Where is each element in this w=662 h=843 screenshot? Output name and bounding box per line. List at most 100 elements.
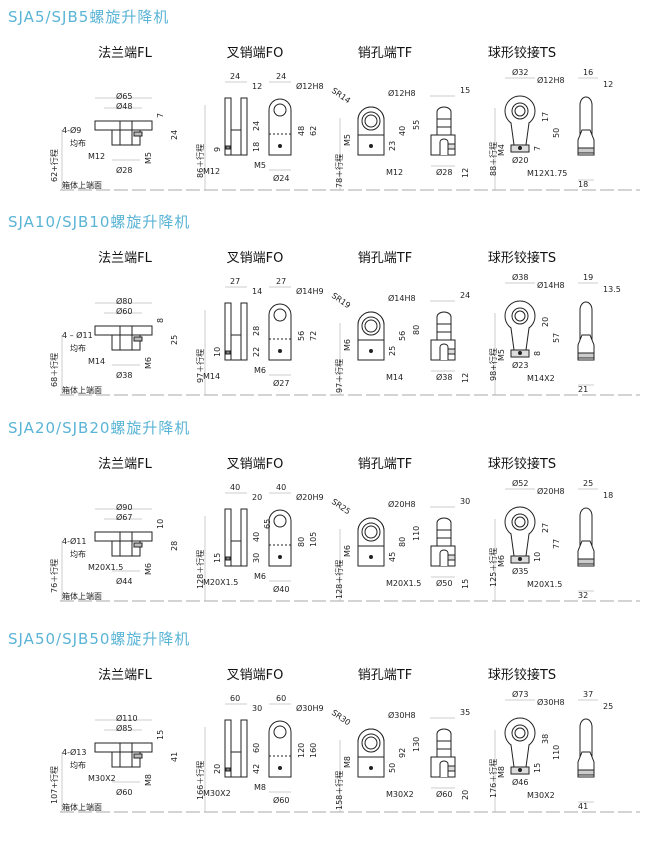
fl-dim-thread: M30X2 — [88, 774, 116, 783]
fl-dim-holes-note: 均布 — [70, 139, 86, 148]
technical-drawing — [60, 699, 640, 813]
ts-dim-pin: Ø14H8 — [537, 281, 565, 290]
fo-dim-w-front: 24 — [230, 72, 241, 81]
ts-dim-d: Ø20 — [512, 156, 529, 165]
fo-dim-h3: 15 — [213, 552, 222, 563]
ts-dim-stroke: 88＋行程 — [489, 141, 498, 176]
ts-dim-w2: 12 — [603, 80, 614, 89]
ts-dim-h1: 20 — [541, 316, 550, 327]
ts-dim-w1: 37 — [583, 690, 594, 699]
pin-end-side-drawing — [430, 517, 456, 567]
ts-dim-d-outer: Ø73 — [512, 690, 529, 699]
section-title: SJA50/SJB50螺旋升降机 — [8, 630, 191, 648]
fork-end-front-drawing — [224, 508, 248, 567]
ts-dim-w2: 25 — [603, 702, 614, 711]
ts-dim-h3: 15 — [533, 762, 542, 773]
fo-dim-w-side: 40 — [276, 483, 287, 492]
fo-dim-h1: 60 — [252, 742, 261, 753]
fo-dim-h2: 42 — [252, 763, 261, 774]
ts-dim-screw: M4 — [497, 144, 506, 156]
fl-dim-d-outer: Ø65 — [116, 92, 133, 101]
fl-dim-ref: 箱体上端面 — [62, 181, 102, 190]
ts-dim-screw: M5 — [497, 349, 506, 361]
fl-dim-ref: 箱体上端面 — [62, 592, 102, 601]
ts-dim-h2: 50 — [552, 127, 561, 138]
rod-end-front-drawing — [504, 300, 536, 358]
ts-dim-stroke: 98+行程 — [489, 348, 498, 381]
fo-dim-h4: 120 — [297, 742, 306, 758]
rod-end-front-drawing — [504, 717, 536, 775]
fl-title: 法兰端FL — [98, 46, 152, 61]
fo-dim-slot: 20 — [252, 493, 263, 502]
fl-dim-screw: M6 — [144, 563, 153, 575]
fo-dim-screw: M8 — [254, 783, 266, 792]
ts-dim-w3: 32 — [578, 591, 589, 600]
ts-dim-thread: M30X2 — [527, 791, 555, 800]
fo-dim-h6: 65 — [263, 518, 272, 529]
fl-dim-h-total: 25 — [170, 334, 179, 345]
fo-dim-d: Ø40 — [273, 585, 290, 594]
fo-dim-w-front: 60 — [230, 694, 241, 703]
ts-dim-h3: 10 — [533, 551, 542, 562]
fl-dim-holes-note: 均布 — [70, 550, 86, 559]
technical-drawing — [60, 77, 640, 191]
tf-dim-w-side: 24 — [460, 291, 471, 300]
ts-dim-h1: 17 — [541, 111, 550, 122]
ts-dim-h2: 77 — [552, 538, 561, 549]
tf-dim-w-side: 30 — [460, 497, 471, 506]
tf-dim-h-side: 12 — [461, 372, 470, 383]
fo-dim-w-front: 27 — [230, 277, 241, 286]
fo-dim-screw: M6 — [254, 366, 266, 375]
ts-dim-w2: 13.5 — [603, 285, 621, 294]
ts-dim-pin: Ø30H8 — [537, 698, 565, 707]
fl-dim-d-inner: Ø67 — [116, 513, 133, 522]
flange-end-drawing — [94, 325, 153, 351]
fo-dim-slot: 14 — [252, 287, 263, 296]
section-title: SJA10/SJB10螺旋升降机 — [8, 213, 191, 231]
fo-dim-thread: M30X2 — [203, 789, 231, 798]
fo-dim-pin: Ø30H9 — [296, 704, 324, 713]
tf-dim-thread: M14 — [386, 373, 404, 382]
fl-dim-h-total: 24 — [170, 129, 179, 140]
tf-dim-pin: Ø14H8 — [388, 294, 416, 303]
fl-dim-thread: M12 — [88, 152, 106, 161]
tf-dim-thread: M30X2 — [386, 790, 414, 799]
tf-title: 销孔端TF — [357, 46, 413, 61]
fo-dim-h1: 28 — [252, 325, 261, 336]
tf-dim-screw: M8 — [343, 756, 352, 768]
section-title: SJA20/SJB20螺旋升降机 — [8, 419, 191, 437]
fork-end-side-drawing — [268, 98, 292, 156]
fl-dim-holes-note: 均布 — [70, 344, 86, 353]
ts-dim-thread: M12X1.75 — [527, 169, 568, 178]
pin-end-front-drawing — [357, 311, 385, 361]
dimension-lines — [61, 699, 598, 812]
ts-dim-d: Ø46 — [512, 778, 529, 787]
fo-dim-pin: Ø12H8 — [296, 82, 324, 91]
tf-dim-stroke: 78＋行程 — [335, 153, 344, 188]
tf-title: 销孔端TF — [357, 457, 413, 472]
ts-title: 球形铰接TS — [487, 251, 557, 266]
fl-title: 法兰端FL — [98, 457, 152, 472]
fl-dim-holes-note: 均布 — [70, 761, 86, 770]
fo-dim-d: Ø27 — [273, 379, 290, 388]
fl-dim-d-inner: Ø85 — [116, 724, 133, 733]
ts-dim-h2: 57 — [552, 332, 561, 343]
fo-dim-h1: 24 — [252, 120, 261, 131]
fo-dim-thread: M14 — [203, 372, 221, 381]
fo-dim-w-side: 24 — [276, 72, 287, 81]
rod-end-front-drawing — [504, 506, 536, 564]
ts-title: 球形铰接TS — [487, 46, 557, 61]
pin-end-side-drawing — [430, 728, 456, 778]
ts-dim-h1: 27 — [541, 522, 550, 533]
ts-dim-h3: 7 — [533, 145, 542, 151]
fo-dim-h3: 20 — [213, 763, 222, 774]
ts-dim-w2: 18 — [603, 491, 614, 500]
fl-title: 法兰端FL — [98, 668, 152, 683]
fo-dim-h5: 160 — [309, 742, 318, 758]
ts-dim-h1: 38 — [541, 733, 550, 744]
fl-dim-h-flange: 10 — [156, 518, 165, 529]
tf-dim-screw: M6 — [343, 339, 352, 351]
tf-dim-d: Ø38 — [436, 373, 453, 382]
